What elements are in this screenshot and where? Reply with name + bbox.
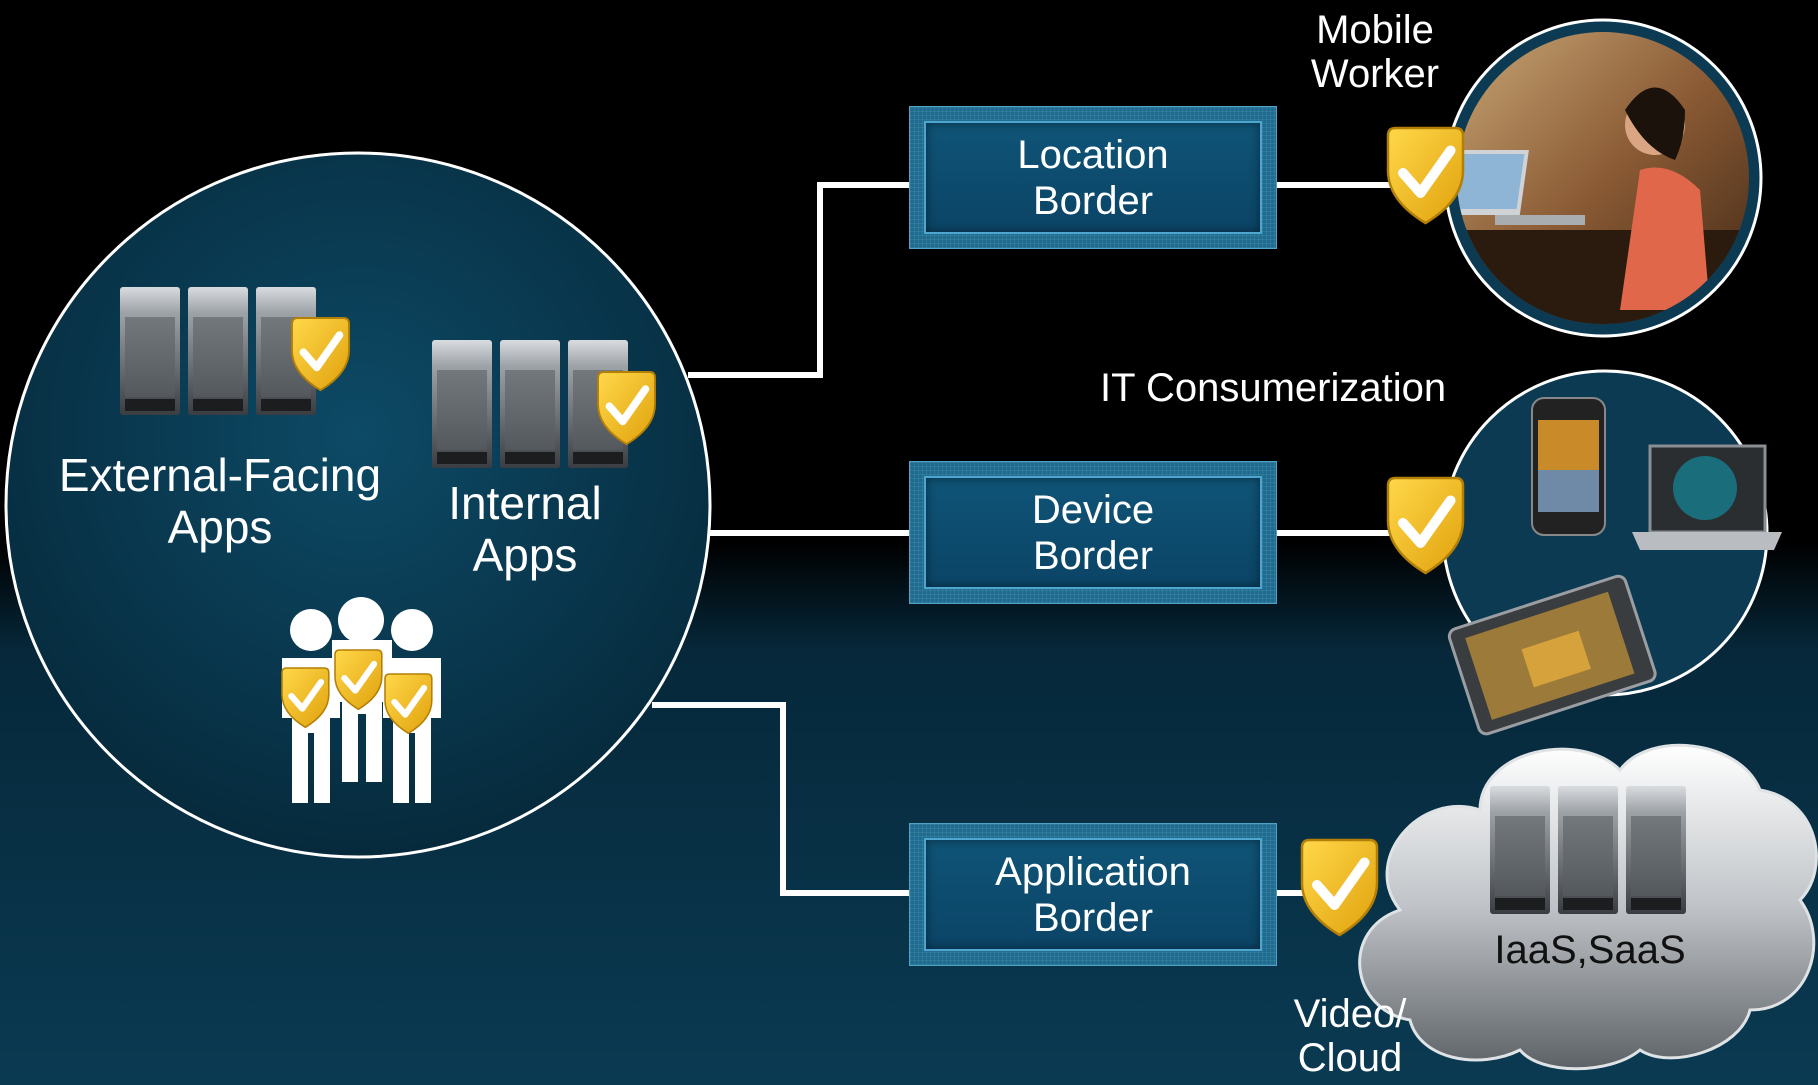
application-border-line2: Border — [1032, 895, 1154, 940]
server-icon — [432, 340, 492, 468]
mobile-worker-line2: Worker — [1310, 52, 1440, 96]
server-icon — [1558, 786, 1618, 914]
cloud-shape — [1358, 743, 1818, 1071]
server-icon — [188, 287, 248, 415]
connector-location — [688, 182, 910, 378]
server-icon — [500, 340, 560, 468]
external-server-group — [120, 287, 316, 415]
shield-group — [281, 126, 1465, 937]
iaas-saas-label: IaaS,SaaS — [1494, 928, 1686, 972]
it-consumerization-label: IT Consumerization — [1100, 366, 1447, 410]
internal-apps-label: Internal Apps — [430, 477, 620, 581]
video-cloud-label: Video/ Cloud — [1270, 992, 1430, 1080]
tablet-icon — [1447, 574, 1657, 736]
location-border-box: Location Border — [909, 106, 1277, 249]
connector-application — [652, 702, 910, 896]
shield-check-icon — [291, 317, 350, 392]
application-border-box: Application Border — [909, 823, 1277, 966]
server-icon — [1490, 786, 1550, 914]
shield-check-icon — [281, 667, 330, 729]
video-cloud-line1: Video/ — [1293, 992, 1407, 1036]
server-icon — [256, 287, 316, 415]
shield-check-icon — [1300, 838, 1379, 937]
device-border-line2: Border — [1032, 533, 1154, 578]
mobile-worker-photo — [1443, 18, 1763, 338]
shield-check-icon — [334, 649, 383, 711]
devices-photo — [1441, 369, 1782, 736]
location-border-line1: Location — [1017, 132, 1169, 177]
internal-apps-line1: Internal — [448, 477, 602, 529]
shield-check-icon — [1386, 126, 1465, 225]
location-border-line2: Border — [1032, 178, 1154, 223]
laptop-icon — [1632, 444, 1782, 550]
external-facing-apps-line1: External-Facing — [58, 449, 382, 501]
video-cloud-line2: Cloud — [1297, 1036, 1403, 1080]
device-border-box: Device Border — [909, 461, 1277, 604]
enterprise-circle — [4, 151, 712, 859]
cloud-server-group — [1490, 786, 1686, 914]
server-icon — [120, 287, 180, 415]
connector-lines — [652, 182, 1395, 896]
application-border-line1: Application — [995, 849, 1191, 894]
shield-check-icon — [1386, 476, 1465, 575]
shield-check-icon — [384, 673, 433, 735]
mobile-worker-label: Mobile Worker — [1290, 8, 1460, 96]
mobile-worker-line1: Mobile — [1316, 8, 1434, 52]
internal-apps-line2: Apps — [472, 528, 578, 581]
server-icon — [1626, 786, 1686, 914]
shield-check-icon — [597, 371, 656, 446]
external-facing-apps-line2: Apps — [167, 500, 273, 553]
smartphone-icon — [1531, 397, 1606, 536]
device-border-line1: Device — [1031, 487, 1155, 532]
external-facing-apps-label: External-Facing Apps — [40, 449, 400, 553]
